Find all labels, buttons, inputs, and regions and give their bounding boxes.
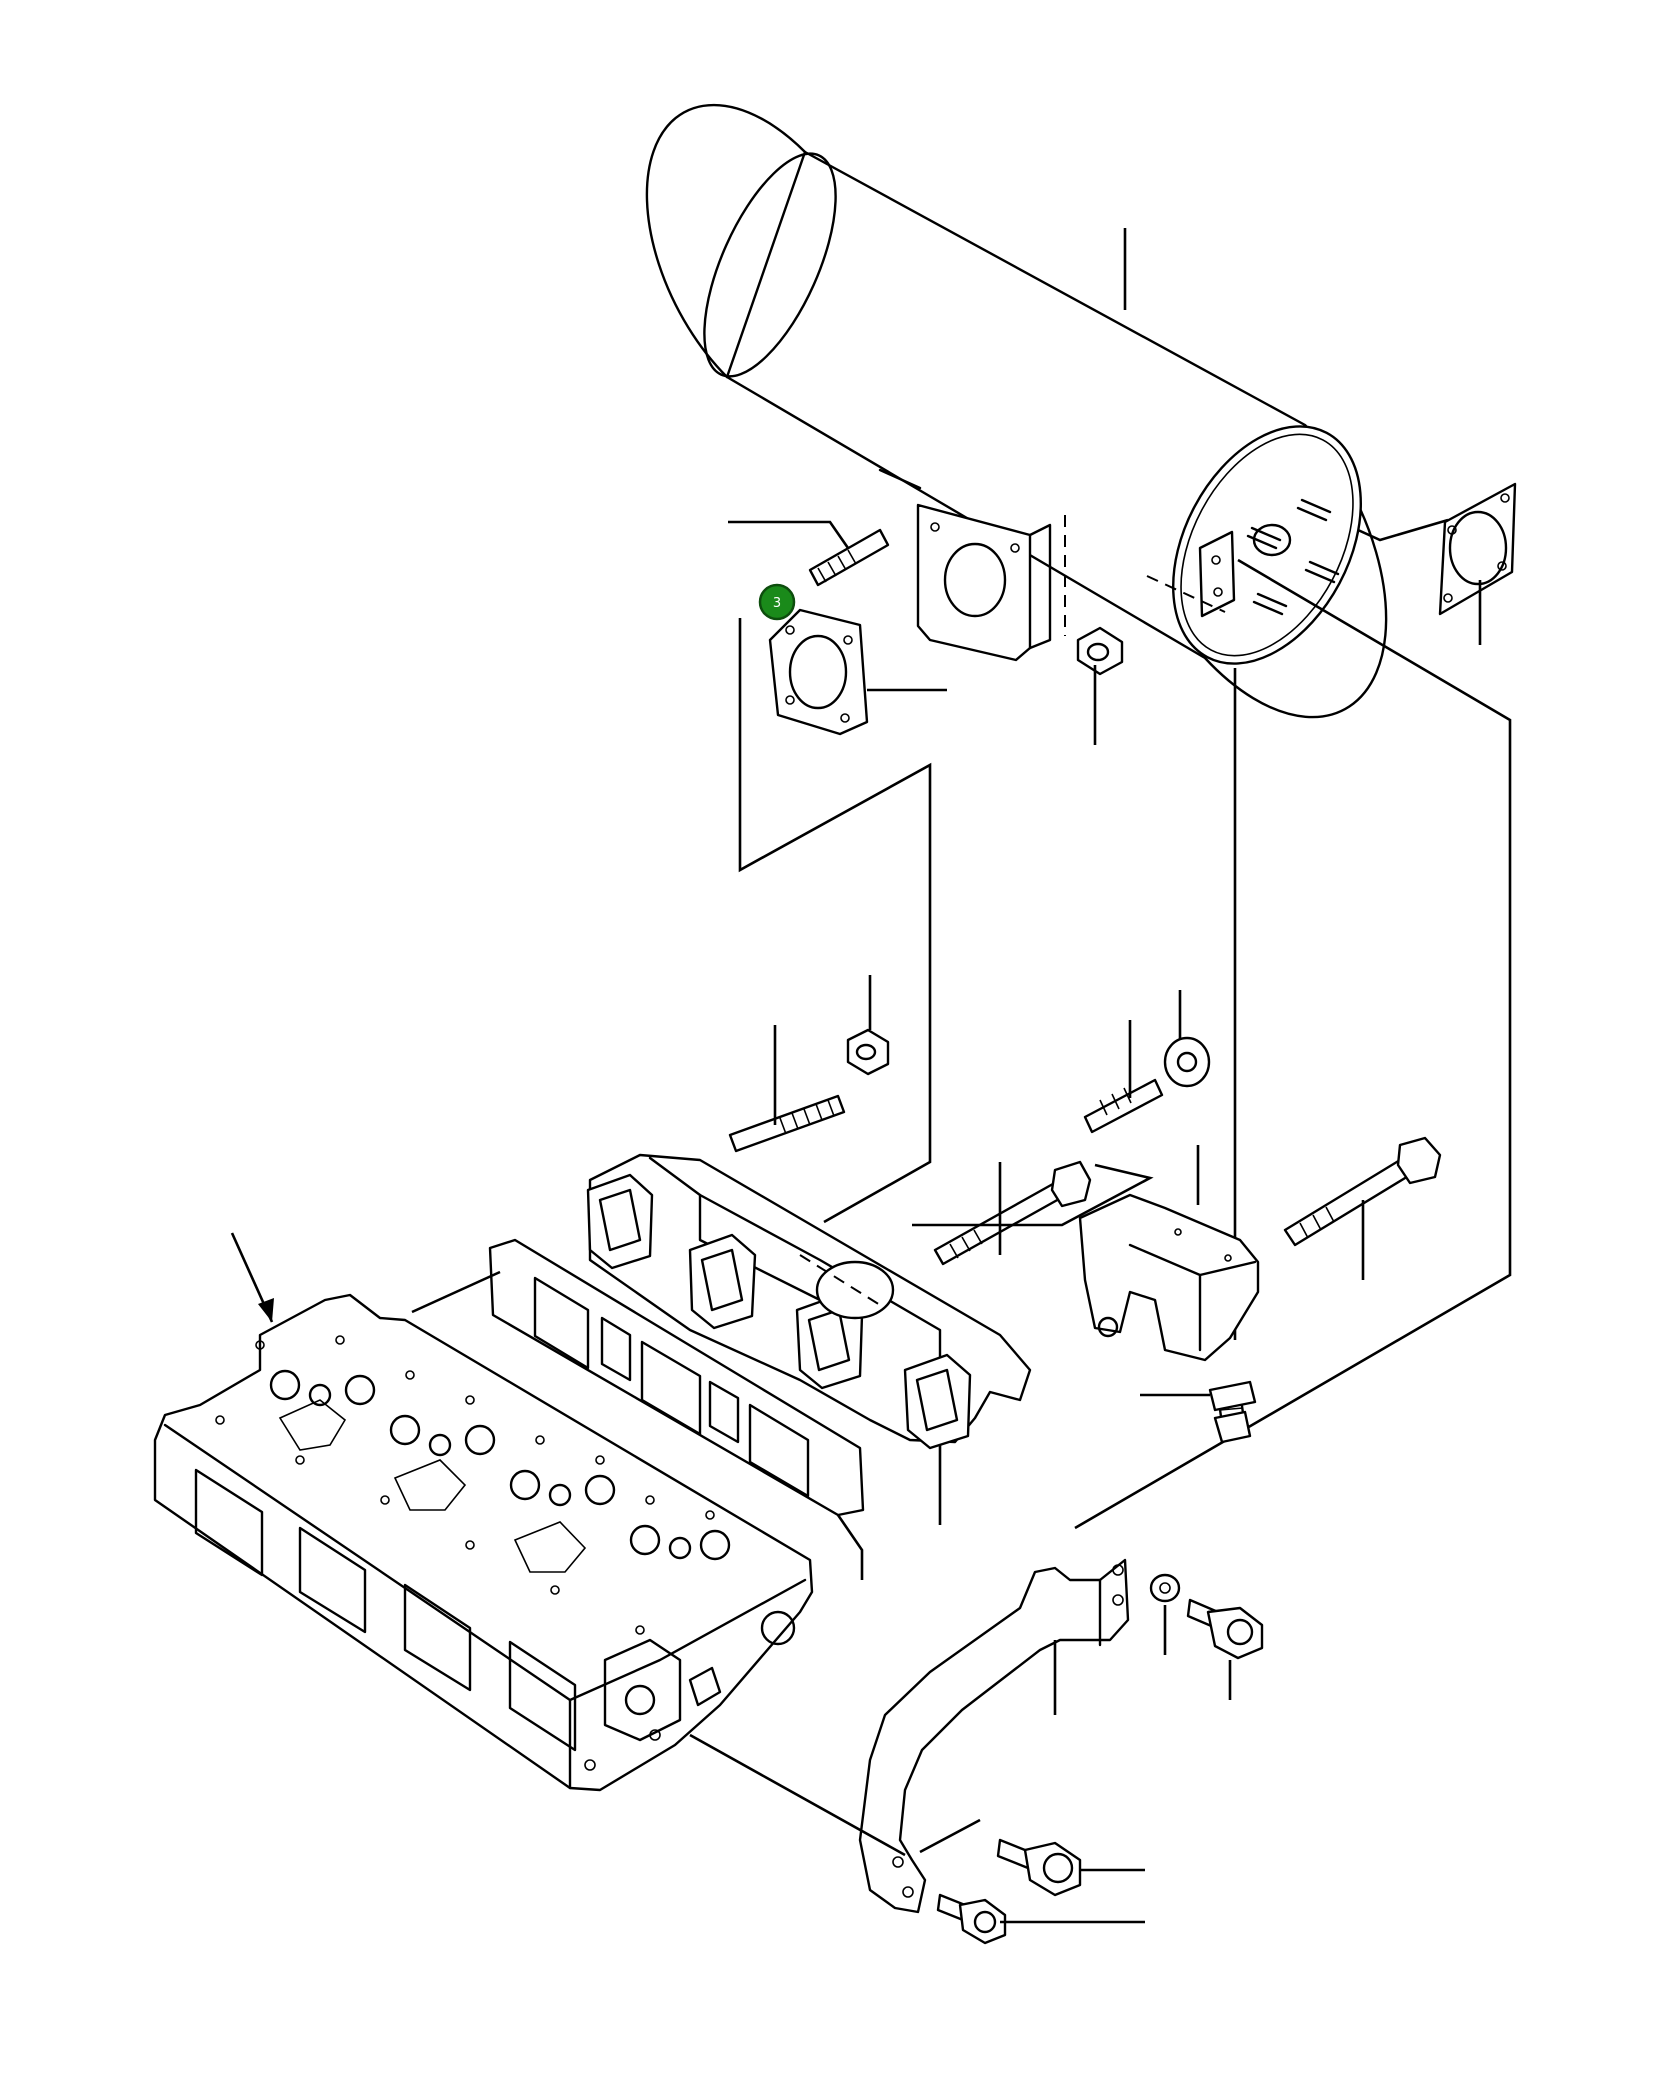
cylinder-head-arrow: [230, 1232, 274, 1323]
bracket-bolt-long[interactable]: [933, 1160, 1092, 1266]
mount-bolt-long[interactable]: [1283, 1136, 1442, 1280]
manifold-nut-left[interactable]: [846, 975, 890, 1076]
callout-markers: 3: [758, 583, 796, 621]
callout-label: 3: [773, 596, 781, 611]
muffler-support-stay[interactable]: [858, 1558, 1130, 1914]
valve-seats: [215, 1335, 731, 1635]
manifold-nut-right[interactable]: [1163, 990, 1211, 1088]
cylinder-head[interactable]: [153, 1293, 814, 1792]
muffler-mount-bracket[interactable]: [1078, 1145, 1260, 1362]
stay-washer[interactable]: [1149, 1573, 1181, 1655]
manifold-gasket[interactable]: [488, 1238, 865, 1580]
outlet-gasket[interactable]: [1438, 482, 1517, 616]
inlet-gasket[interactable]: [768, 608, 869, 736]
flange-nut[interactable]: [1076, 626, 1124, 676]
bracket-mounting-bolt[interactable]: [1140, 1380, 1257, 1444]
exhaust-manifold[interactable]: [586, 1153, 1032, 1525]
stay-bolt-upper[interactable]: [1186, 1598, 1264, 1700]
stay-bolt-lower-2[interactable]: [936, 1893, 1145, 1945]
leader-lines: [728, 228, 1512, 1530]
manifold-stud-left[interactable]: [728, 1025, 846, 1153]
manifold-stud-right[interactable]: [1083, 1020, 1164, 1134]
callout-marker[interactable]: [758, 583, 796, 621]
flange-stud[interactable]: [808, 528, 890, 587]
muffler[interactable]: [645, 103, 1399, 719]
stay-bolt-lower-1[interactable]: [996, 1838, 1145, 1897]
muffler-outlet-stud: [1246, 498, 1340, 616]
